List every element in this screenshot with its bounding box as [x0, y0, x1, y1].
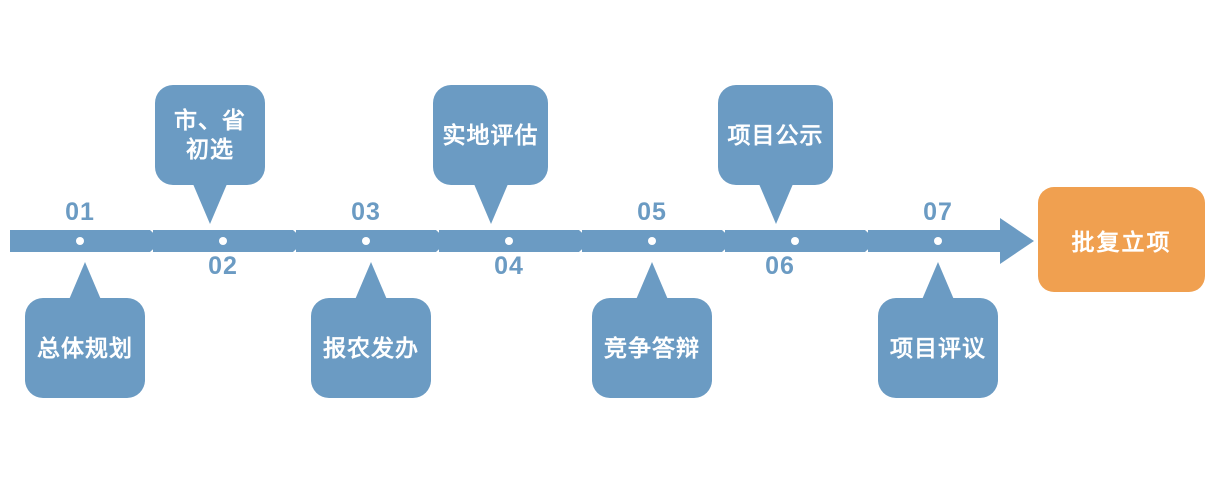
timeline-segment-5[interactable] — [582, 230, 734, 252]
callout-label: 项目评议 — [890, 334, 986, 361]
segment-dot — [76, 237, 84, 245]
callout-step-06[interactable]: 项目公示 — [718, 85, 833, 224]
callout-box: 报农发办 — [311, 298, 431, 398]
step-number-07: 07 — [923, 198, 953, 226]
callout-box: 实地评估 — [433, 85, 548, 185]
callout-step-07[interactable]: 项目评议 — [878, 262, 998, 398]
callout-step-05[interactable]: 竞争答辩 — [592, 262, 712, 398]
timeline-segment-2[interactable] — [153, 230, 305, 252]
step-number-05: 05 — [637, 198, 667, 226]
callout-tail-down-icon — [759, 184, 793, 224]
callout-tail-down-icon — [193, 184, 227, 224]
callout-tail-up-icon — [68, 262, 102, 302]
callout-step-01[interactable]: 总体规划 — [25, 262, 145, 398]
timeline-segment-4[interactable] — [439, 230, 591, 252]
timeline-arrow-head-icon — [1000, 218, 1034, 264]
callout-tail-up-icon — [354, 262, 388, 302]
timeline-segment-1[interactable] — [10, 230, 162, 252]
callout-box: 项目公示 — [718, 85, 833, 185]
segment-dot — [791, 237, 799, 245]
callout-tail-down-icon — [474, 184, 508, 224]
final-result-label: 批复立项 — [1071, 228, 1172, 255]
segment-dot — [934, 237, 942, 245]
segment-dot — [648, 237, 656, 245]
segment-dot — [505, 237, 513, 245]
step-number-06: 06 — [765, 252, 795, 280]
segment-dot — [219, 237, 227, 245]
callout-box: 市、省 初选 — [155, 85, 265, 185]
step-number-01: 01 — [65, 198, 95, 226]
callout-box: 竞争答辩 — [592, 298, 712, 398]
final-result-box[interactable]: 批复立项 — [1038, 187, 1205, 292]
callout-tail-up-icon — [921, 262, 955, 302]
callout-label: 实地评估 — [442, 121, 539, 148]
timeline-segment-6[interactable] — [725, 230, 877, 252]
callout-step-04[interactable]: 实地评估 — [433, 85, 548, 224]
step-number-04: 04 — [494, 252, 524, 280]
callout-label: 项目公示 — [727, 121, 824, 148]
callout-tail-up-icon — [635, 262, 669, 302]
timeline-segment-7[interactable] — [868, 230, 1008, 252]
callout-label: 总体规划 — [37, 334, 133, 361]
step-number-03: 03 — [351, 198, 381, 226]
callout-label: 竞争答辩 — [604, 334, 700, 361]
callout-box: 总体规划 — [25, 298, 145, 398]
step-number-02: 02 — [208, 252, 238, 280]
callout-step-02[interactable]: 市、省 初选 — [155, 85, 265, 224]
callout-label: 报农发办 — [323, 334, 419, 361]
segment-dot — [362, 237, 370, 245]
callout-box: 项目评议 — [878, 298, 998, 398]
timeline-segment-3[interactable] — [296, 230, 448, 252]
callout-label: 市、省 初选 — [174, 107, 246, 162]
callout-step-03[interactable]: 报农发办 — [311, 262, 431, 398]
